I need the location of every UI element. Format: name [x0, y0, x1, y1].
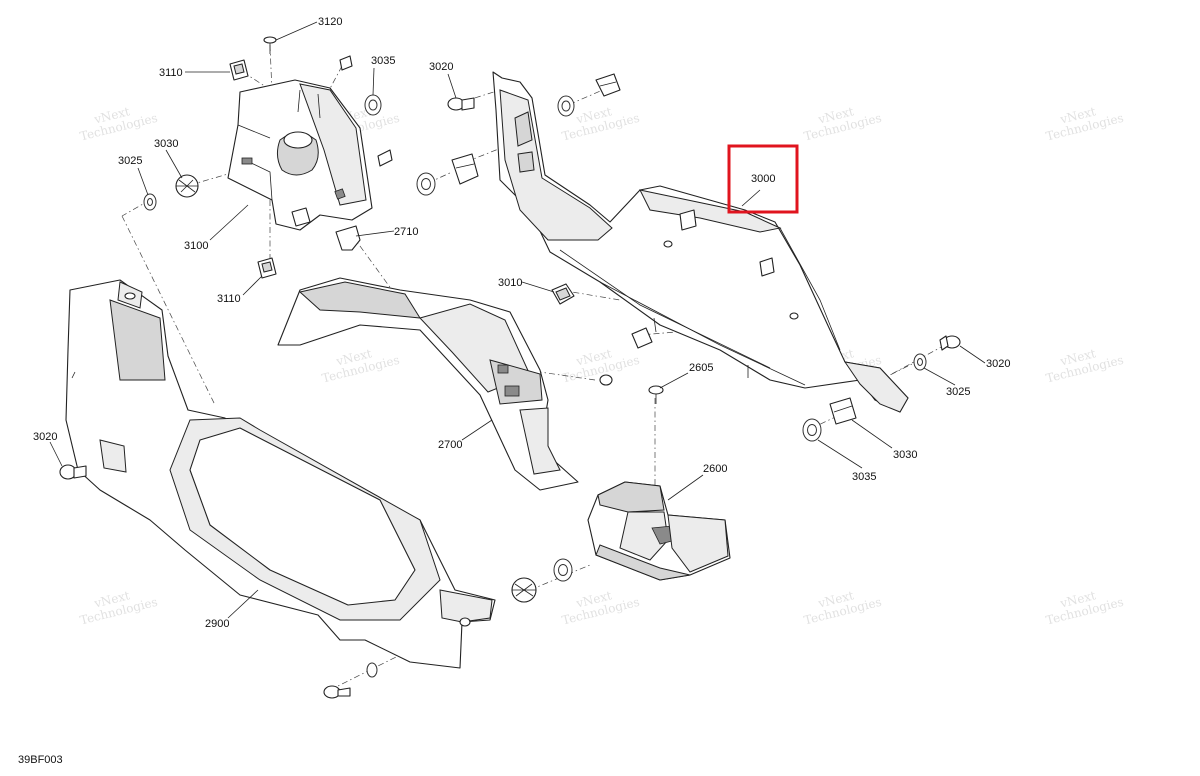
clip-mid-lower — [631, 327, 653, 349]
watermark-5: vNext Technologies — [1044, 104, 1124, 143]
screw-2605 — [648, 385, 664, 404]
bolt-3020-right — [939, 335, 961, 351]
callout-labels: 3120 3110 3035 3020 3030 3025 3100 3110 … — [33, 16, 1010, 630]
callout-2900[interactable]: 2900 — [205, 618, 229, 630]
leader-lines — [49, 21, 986, 619]
callout-2700[interactable]: 2700 — [438, 439, 462, 451]
screw-right-of-3100 — [377, 149, 393, 167]
washer-3035-top — [364, 94, 382, 116]
part-2700-center-arch — [277, 277, 613, 491]
diagram-code: 39BF003 — [18, 754, 63, 766]
callout-3010[interactable]: 3010 — [498, 277, 522, 289]
push-rivet-lower — [511, 577, 537, 603]
clip-under-3100 — [291, 207, 311, 227]
push-rivet-mid — [451, 153, 479, 185]
clip-2710 — [335, 225, 361, 251]
clip-3110-bottom — [257, 257, 277, 279]
watermark-1: vNext Technologies — [78, 104, 158, 143]
washer-3025-right — [913, 353, 927, 371]
callout-3025-right[interactable]: 3025 — [946, 386, 970, 398]
washer-lower — [553, 558, 573, 582]
screw-3120 — [263, 36, 277, 54]
fasteners-top-left — [143, 36, 393, 279]
callout-3000[interactable]: 3000 — [751, 173, 775, 185]
push-rivet-3030-right — [829, 397, 857, 425]
washer-3025-left — [143, 193, 157, 211]
washer-3035-mid — [416, 172, 436, 196]
callout-3120[interactable]: 3120 — [318, 16, 342, 28]
callout-3110-top[interactable]: 3110 — [159, 67, 183, 79]
callout-2600[interactable]: 2600 — [703, 463, 727, 475]
callout-3110-bottom[interactable]: 3110 — [217, 293, 241, 305]
callout-3030-left[interactable]: 3030 — [154, 138, 178, 150]
watermark-11: vNext Technologies — [78, 588, 158, 627]
fasteners-right — [416, 73, 961, 442]
highlight-box-3000 — [727, 144, 799, 214]
callout-3100[interactable]: 3100 — [184, 240, 208, 252]
part-3000-right-panel — [492, 71, 909, 413]
callout-3020-top[interactable]: 3020 — [429, 61, 453, 73]
callout-3020-left[interactable]: 3020 — [33, 431, 57, 443]
bolt-3020-left — [59, 464, 87, 480]
callout-3025-left[interactable]: 3025 — [118, 155, 142, 167]
push-rivet-3030-left — [175, 174, 199, 198]
clip-3010 — [551, 283, 575, 305]
watermark-15: vNext Technologies — [1044, 588, 1124, 627]
fasteners-lower-middle — [59, 464, 573, 699]
watermark-13: vNext Technologies — [560, 588, 640, 627]
bolt-3020-top — [447, 97, 475, 111]
washer-top-right — [557, 95, 575, 117]
part-3100-bracket — [227, 79, 373, 231]
washer-bottom-small — [366, 662, 378, 678]
screw-2700 — [599, 374, 613, 386]
callout-2605[interactable]: 2605 — [689, 362, 713, 374]
watermark-8: vNext Technologies — [560, 346, 640, 385]
callout-2710[interactable]: 2710 — [394, 226, 418, 238]
watermark-7: vNext Technologies — [320, 346, 400, 385]
callout-3020-right[interactable]: 3020 — [986, 358, 1010, 370]
push-rivet-top-right — [595, 73, 621, 97]
callout-3035-top[interactable]: 3035 — [371, 55, 395, 67]
part-2900-side-panel — [65, 279, 496, 669]
nut-3035-top — [339, 55, 353, 71]
watermark-4: vNext Technologies — [802, 104, 882, 143]
bolt-bottom — [323, 685, 351, 699]
clip-3110-top — [229, 59, 249, 81]
callout-3035-right[interactable]: 3035 — [852, 471, 876, 483]
washer-3035-right — [802, 418, 822, 442]
part-2600-tray — [587, 481, 731, 581]
callout-3030-right[interactable]: 3030 — [893, 449, 917, 461]
watermark-10: vNext Technologies — [1044, 346, 1124, 385]
watermark-14: vNext Technologies — [802, 588, 882, 627]
